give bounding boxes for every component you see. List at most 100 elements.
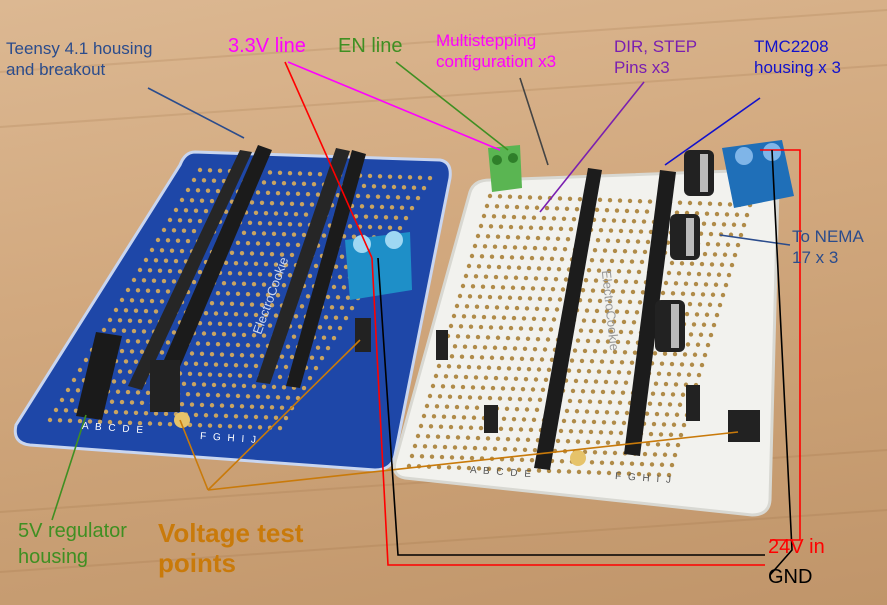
solder-hole — [468, 425, 474, 430]
solder-hole — [665, 442, 671, 447]
solder-hole — [375, 194, 381, 199]
blue-protoboard — [13, 145, 452, 472]
solder-hole — [421, 185, 427, 191]
solder-hole — [281, 385, 287, 390]
solder-hole — [662, 452, 668, 457]
solder-hole — [71, 377, 77, 383]
multistep-label: Multistepping configuration x3 — [436, 30, 556, 72]
solder-hole — [537, 195, 543, 200]
solder-hole — [525, 437, 531, 443]
solder-hole — [235, 393, 241, 399]
solder-hole — [567, 196, 573, 201]
solder-hole — [580, 288, 586, 293]
solder-hole — [253, 261, 259, 267]
solder-hole — [157, 421, 163, 427]
solder-hole — [513, 275, 519, 280]
solder-hole — [592, 450, 598, 455]
solder-hole — [662, 351, 668, 356]
solder-hole — [649, 462, 655, 467]
solder-hole — [345, 295, 351, 300]
solder-hole — [243, 414, 249, 419]
solder-hole — [131, 277, 137, 283]
solder-hole — [241, 281, 247, 287]
solder-hole — [691, 322, 697, 327]
solder-hole — [591, 419, 597, 425]
solder-hole — [341, 285, 347, 290]
blue-board-cols-a-e: A B C D E — [81, 420, 146, 437]
solder-hole — [492, 244, 498, 249]
solder-hole — [580, 389, 586, 394]
tmc-pointer — [664, 97, 761, 166]
solder-hole — [601, 319, 607, 324]
solder-hole — [687, 200, 693, 206]
solder-hole — [417, 175, 423, 180]
solder-hole — [584, 409, 590, 414]
solder-hole — [701, 221, 707, 226]
solder-hole — [701, 322, 707, 327]
solder-hole — [337, 274, 343, 280]
solder-hole — [509, 457, 515, 462]
solder-hole — [263, 415, 269, 420]
solder-hole — [449, 455, 455, 460]
solder-hole — [460, 283, 466, 289]
solder-hole — [241, 332, 247, 338]
solder-hole — [696, 271, 702, 277]
solder-hole — [640, 290, 646, 295]
solder-hole — [528, 427, 534, 433]
solder-hole — [464, 405, 470, 410]
solder-hole — [498, 325, 504, 330]
solder-hole — [686, 271, 692, 276]
solder-hole — [291, 232, 297, 237]
solder-hole — [229, 301, 235, 307]
solder-hole — [501, 315, 507, 320]
solder-hole — [253, 414, 259, 420]
solder-hole — [630, 289, 636, 295]
solder-hole — [699, 362, 705, 368]
solder-hole — [606, 369, 612, 375]
solder-hole — [207, 423, 213, 428]
solder-hole — [231, 281, 237, 286]
solder-hole — [271, 282, 277, 288]
solder-hole — [293, 314, 299, 319]
solder-hole — [265, 190, 271, 195]
solder-hole — [195, 188, 201, 193]
solder-hole — [161, 227, 167, 233]
solder-hole — [245, 240, 251, 246]
solder-hole — [593, 379, 599, 384]
solder-hole — [681, 422, 687, 428]
solder-hole — [223, 260, 229, 265]
solder-hole — [592, 349, 598, 354]
solder-hole — [115, 389, 121, 394]
solder-hole — [600, 389, 606, 395]
solder-hole — [265, 394, 271, 400]
solder-hole — [568, 226, 574, 232]
solder-hole — [540, 387, 546, 393]
solder-hole — [569, 358, 575, 363]
solder-hole — [139, 298, 145, 303]
solder-hole — [510, 285, 516, 290]
solder-hole — [299, 304, 305, 309]
solder-hole — [552, 246, 558, 251]
solder-hole — [475, 334, 481, 340]
solder-hole — [339, 305, 345, 310]
solder-hole — [317, 325, 323, 330]
solder-hole — [261, 180, 267, 185]
solder-hole — [155, 237, 161, 243]
solder-hole — [187, 371, 193, 377]
solder-hole — [706, 272, 712, 277]
solder-hole — [624, 309, 630, 315]
solder-hole — [145, 390, 151, 395]
solder-hole — [637, 199, 643, 204]
solder-hole — [503, 376, 509, 381]
solder-hole — [636, 269, 642, 275]
solder-hole — [195, 341, 201, 346]
solder-hole — [575, 338, 581, 343]
solder-hole — [520, 285, 526, 291]
solder-hole — [207, 372, 213, 377]
solder-hole — [221, 280, 227, 286]
solder-hole — [604, 309, 610, 314]
solder-hole — [506, 467, 512, 472]
solder-hole — [203, 362, 209, 367]
solder-hole — [197, 218, 203, 224]
